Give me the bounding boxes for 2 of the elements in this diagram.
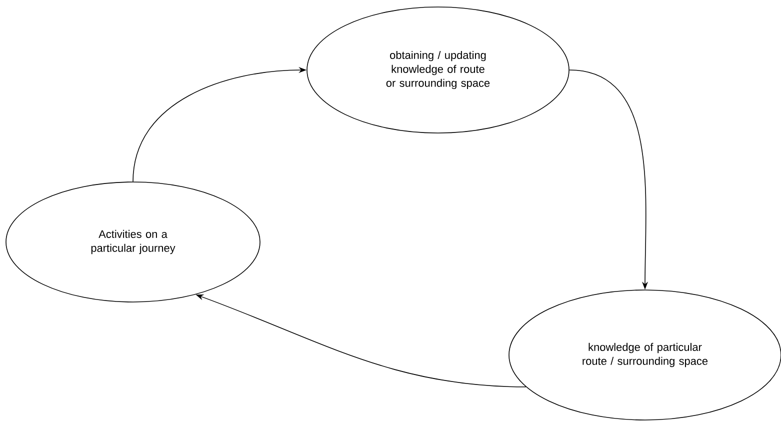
ellipse-node: obtaining / updating knowledge of route or surrounding space [306,6,570,134]
ellipse-node: Activities on a particular journey [6,182,260,302]
